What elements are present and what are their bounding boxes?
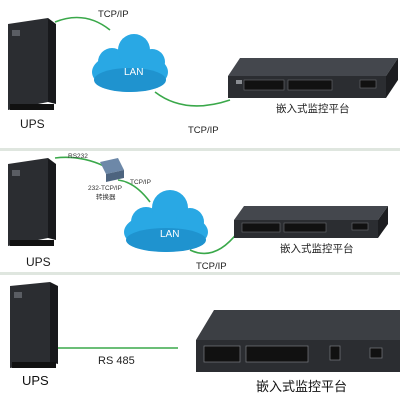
- link-ups-to-converter: [54, 156, 105, 167]
- ups-tower-icon: [10, 282, 58, 368]
- ups-label: UPS: [22, 373, 49, 388]
- platform-label: 嵌入式监控平台: [280, 243, 354, 255]
- panel-ups-lan: UPS TCP/IP LAN TCP/IP 嵌入式监控平台: [0, 0, 400, 148]
- platform-label: 嵌入式监控平台: [256, 379, 348, 394]
- protocol-label-top: TCP/IP: [98, 9, 129, 20]
- link-cloud-to-server: [154, 91, 231, 107]
- platform-label: 嵌入式监控平台: [276, 103, 350, 115]
- cloud-label: LAN: [160, 229, 180, 240]
- ups-tower-icon: [8, 18, 56, 110]
- cloud-label: LAN: [124, 67, 144, 78]
- panel-2-graphics: [8, 156, 388, 255]
- panel-divider: [0, 272, 400, 275]
- protocol-label-top: TCP/IP: [130, 179, 151, 186]
- ups-tower-icon: [8, 158, 56, 246]
- converter-label-line2: 转换器: [96, 194, 116, 201]
- ups-label: UPS: [26, 255, 51, 269]
- serial-label: RS232: [68, 153, 88, 160]
- panel-ups-converter-lan: UPS RS232 232-TCP/IP 转换器 TCP/IP LAN TCP/…: [0, 150, 400, 272]
- ups-label: UPS: [20, 117, 45, 131]
- link-converter-to-cloud: [117, 179, 151, 203]
- link-ups-to-cloud: [54, 16, 111, 31]
- protocol-label: RS 485: [98, 355, 135, 367]
- panel-ups-rs485: UPS RS 485 嵌入式监控平台: [0, 276, 400, 400]
- rack-server-icon: [228, 58, 398, 98]
- lan-cloud-icon: [92, 34, 168, 92]
- rack-server-icon: [196, 310, 400, 372]
- lan-cloud-icon: [124, 190, 208, 252]
- converter-label-line1: 232-TCP/IP: [88, 185, 122, 192]
- protocol-label-bottom: TCP/IP: [196, 261, 227, 272]
- serial-converter-icon: [100, 158, 124, 182]
- panel-1-graphics: [8, 16, 398, 110]
- protocol-label-bottom: TCP/IP: [188, 125, 219, 136]
- rack-server-icon: [234, 206, 388, 238]
- panel-3-graphics: [10, 282, 400, 372]
- panel-divider: [0, 148, 400, 151]
